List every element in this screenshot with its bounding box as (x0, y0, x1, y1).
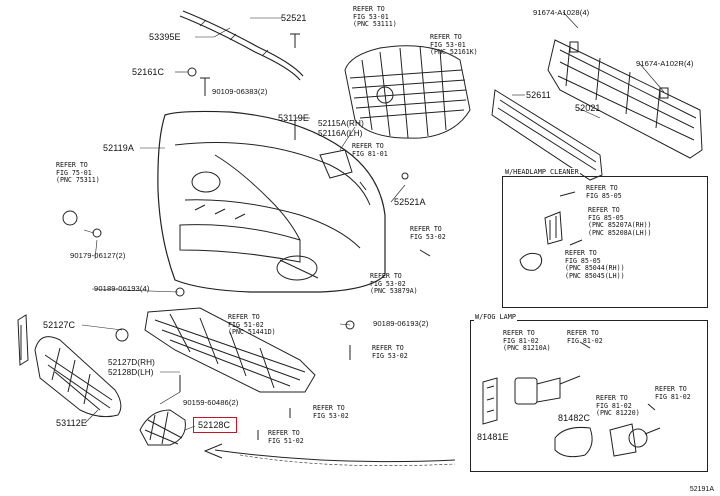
fog-cover (139, 409, 186, 446)
part-label-90179: 90179-06127(2) (70, 251, 126, 260)
part-label-52161c: 52161C (132, 67, 165, 77)
part-label-52115a: 52115A(RH) (318, 119, 364, 128)
part-label-52119a: 52119A (103, 143, 134, 153)
part-label-52127c: 52127C (43, 320, 76, 330)
side-grille (17, 314, 122, 418)
highlight-52128c (193, 417, 237, 433)
diagram-id: 52191A (689, 486, 714, 493)
part-label-91674a: 91674-A1028(4) (533, 8, 590, 17)
lower-grille (144, 307, 316, 393)
direction-arrow (203, 443, 456, 467)
headlamp-cleaner-parts (519, 191, 583, 271)
headlamp-cleaner-title: W/HEADLAMP CLEANER (504, 168, 580, 176)
part-label-90109: 90109-06383(2) (212, 87, 268, 96)
part-label-52021: 52021 (575, 103, 601, 113)
fog-lamp-box (470, 320, 708, 472)
part-label-90189a: 90189-06193(4) (94, 284, 150, 293)
leader-lines (81, 11, 665, 431)
bumper-cover (157, 110, 386, 293)
bumper-reinforcement (491, 39, 703, 181)
part-label-52128c: 52128C (198, 420, 231, 430)
part-label-52127d: 52127D(RH) (108, 358, 155, 367)
part-label-53112e: 53112E (56, 418, 87, 428)
part-label-52521a: 52521A (394, 197, 426, 207)
part-label-81482c: 81482C (558, 413, 591, 423)
part-label-91674b: 91674-A102R(4) (636, 59, 694, 68)
part-label-52128d: 52128D(LH) (108, 368, 154, 377)
part-label-90189b: 90189-06193(2) (373, 319, 429, 328)
fog-lamp-title: W/FOG LAMP (474, 313, 517, 321)
part-label-81481e: 81481E (477, 432, 509, 442)
bumper-top-strip (179, 10, 304, 81)
upper-grille (344, 45, 471, 139)
part-label-52611: 52611 (526, 90, 551, 100)
part-label-90159: 90159-60486(2) (183, 398, 239, 407)
part-label-52521: 52521 (281, 13, 307, 23)
headlamp-cleaner-box (502, 176, 708, 308)
fasteners (62, 33, 431, 440)
part-label-52116a: 52116A(LH) (318, 129, 363, 138)
fog-lamp-parts (482, 341, 661, 458)
part-label-53395e: 53395E (149, 32, 181, 42)
part-label-53119e: 53119E (278, 113, 309, 123)
